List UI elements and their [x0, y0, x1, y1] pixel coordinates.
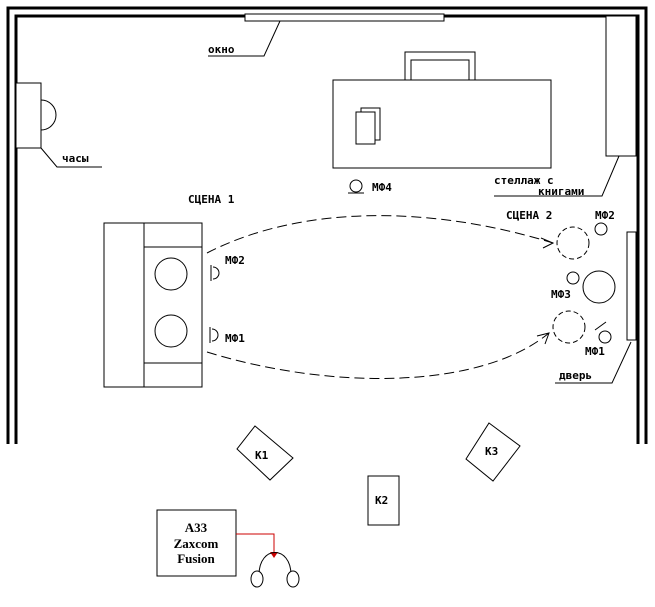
scene2-mic2: МФ2 [594, 209, 615, 236]
signal-arrow [236, 533, 278, 558]
door: дверь [555, 231, 637, 384]
camera-k3: К3 [465, 422, 521, 482]
s2-mic2-label: МФ2 [595, 209, 615, 222]
s2-mic3-label: МФ3 [551, 288, 571, 301]
scene2-person-bottom [552, 310, 586, 344]
camera-k1: К1 [236, 425, 294, 481]
window: окно [208, 13, 445, 57]
scene1-mic2: МФ2 [210, 254, 245, 281]
s1-mic2-label: МФ2 [225, 254, 245, 267]
scene2-person-main [582, 270, 616, 304]
scene2-mic3: МФ3 [551, 271, 580, 301]
scene1-person-bottom [154, 314, 188, 348]
camera3-label: К3 [485, 445, 498, 458]
movement-paths [206, 215, 555, 379]
camera2-label: К2 [375, 494, 388, 507]
door-label: дверь [559, 369, 592, 382]
microphone-icon [209, 327, 219, 343]
microphone-icon [594, 321, 612, 344]
mic4: МФ4 [348, 179, 392, 194]
scene1-mic1: МФ1 [209, 327, 245, 345]
scene2-mic1: МФ1 [585, 321, 612, 358]
recorder-line3: Fusion [177, 551, 215, 566]
shelf-label-line2: книгами [538, 185, 584, 198]
recorder-line1: A33 [185, 520, 208, 535]
microphone-icon [594, 222, 608, 236]
desk [332, 51, 552, 169]
scene2-person-top [556, 226, 590, 260]
recorder: A33 Zaxcom Fusion [156, 509, 237, 577]
headphones-icon [250, 552, 300, 588]
scene1-person-top [154, 257, 188, 291]
microphone-icon [566, 271, 580, 285]
microphone-icon [210, 265, 220, 281]
scene2-label: СЦЕНА 2 [506, 209, 552, 222]
bookshelf: стеллаж с книгами [494, 15, 637, 198]
camera-k2: К2 [367, 475, 400, 526]
microphone-icon [348, 179, 364, 194]
shelf-label-line1: стеллаж с [494, 174, 554, 187]
camera1-label: К1 [255, 449, 269, 462]
s2-mic1-label: МФ1 [585, 345, 605, 358]
scene1-sofa [103, 222, 203, 388]
clock: часы [15, 82, 102, 168]
scene1-label: СЦЕНА 1 [188, 193, 235, 206]
clock-label: часы [62, 152, 89, 165]
window-label: окно [208, 43, 235, 56]
scene2-positions [552, 226, 616, 344]
s1-mic1-label: МФ1 [225, 332, 245, 345]
mic4-label: МФ4 [372, 181, 392, 194]
recorder-line2: Zaxcom [174, 536, 219, 551]
